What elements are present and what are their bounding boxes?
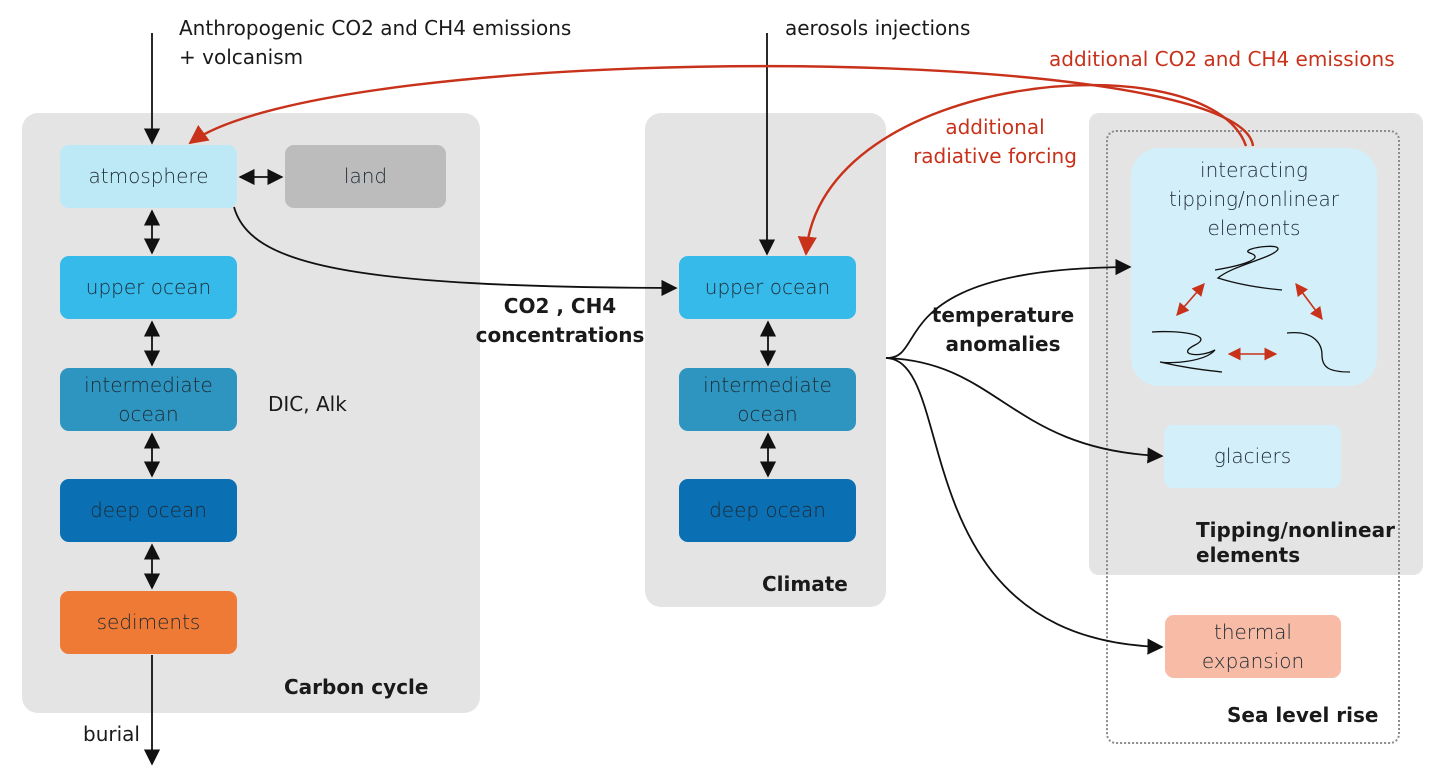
interacting-tipping-label: interacting tipping/nonlinear elements xyxy=(1169,158,1339,240)
additional-emissions-label: additional CO2 and CH4 emissions xyxy=(1049,47,1395,71)
carbon-upper-ocean-box: upper ocean xyxy=(60,256,237,319)
temperature-to-tipping-arrow xyxy=(885,258,1132,359)
climate-intermediate-ocean-box: intermediate ocean xyxy=(679,368,856,431)
burial-label: burial xyxy=(83,722,140,746)
carbon-intermediate-ocean-box: intermediate ocean xyxy=(60,368,237,431)
sea-level-rise-title: Sea level rise xyxy=(1227,703,1379,727)
tipping-interaction-left xyxy=(1176,283,1205,316)
tipping-curve-right xyxy=(1286,332,1351,373)
tipping-title: Tipping/nonlinear elements xyxy=(1196,518,1395,567)
thermal-expansion-box: thermal expansion xyxy=(1165,615,1341,678)
tipping-curve-top xyxy=(1214,245,1283,291)
land-box: land xyxy=(285,145,446,208)
carbon-deep-ocean-box: deep ocean xyxy=(60,479,237,542)
carbon-cycle-title: Carbon cycle xyxy=(284,675,429,699)
glaciers-box: glaciers xyxy=(1164,425,1341,488)
sediments-box: sediments xyxy=(60,591,237,654)
interacting-tipping-box xyxy=(1131,148,1377,386)
additional-forcing-arrow xyxy=(797,83,1248,256)
anthropogenic-emissions-label: Anthropogenic CO2 and CH4 emissions + vo… xyxy=(179,16,572,69)
additional-emissions-arrow xyxy=(188,64,1255,147)
climate-deep-ocean-box: deep ocean xyxy=(679,479,856,542)
climate-upper-ocean-box: upper ocean xyxy=(679,256,856,319)
additional-forcing-label: additional radiative forcing xyxy=(913,115,1077,168)
atmosphere-box: atmosphere xyxy=(60,145,237,208)
tipping-curve-left xyxy=(1151,330,1223,373)
aerosols-label: aerosols injections xyxy=(785,16,971,40)
temperature-to-glaciers-arrow xyxy=(885,357,1164,464)
climate-title: Climate xyxy=(762,572,848,596)
tipping-interaction-right xyxy=(1295,282,1323,321)
concentrations-arrow xyxy=(233,206,678,297)
temperature-anomalies-label: temperature anomalies xyxy=(931,303,1075,356)
dic-alk-label: DIC, Alk xyxy=(268,392,347,416)
sea-level-rise-outline xyxy=(1106,130,1400,744)
temperature-to-thermal-arrow xyxy=(885,357,1164,655)
concentrations-label: CO2 , CH4 concentrations xyxy=(475,294,645,347)
